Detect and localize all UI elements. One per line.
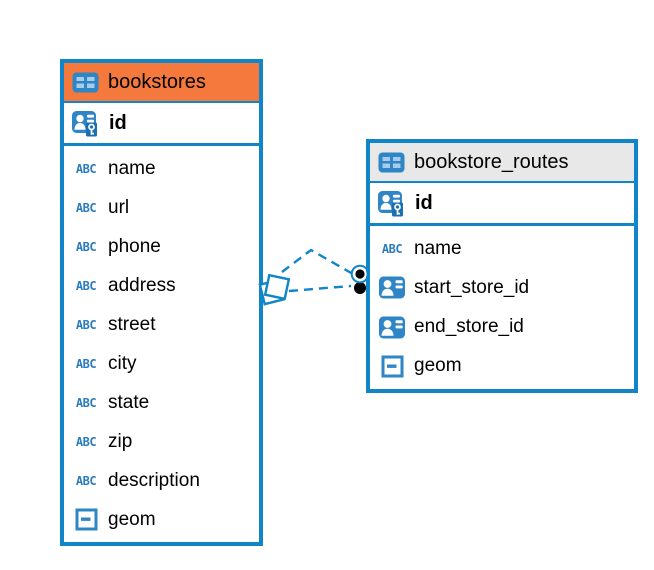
column-list: ABC name ABC url ABC phone ABC address A… [64, 146, 259, 542]
column-name: zip [108, 430, 133, 452]
column-name: geom [108, 508, 156, 530]
geometry-icon [377, 355, 407, 378]
column-row[interactable]: ABC phone [64, 227, 259, 266]
column-list: ABC name start_store_id [370, 226, 634, 389]
table-icon [72, 72, 99, 93]
abc-text-icon: ABC [75, 200, 97, 215]
column-row[interactable]: geom [64, 500, 259, 539]
entity-table-bookstores[interactable]: bookstores id ABC [60, 59, 263, 546]
column-row[interactable]: ABC description [64, 461, 259, 500]
column-row[interactable]: ABC name [370, 229, 634, 268]
column-name: url [108, 196, 130, 218]
column-row[interactable]: ABC city [64, 344, 259, 383]
column-row[interactable]: ABC street [64, 305, 259, 344]
abc-text-icon: ABC [75, 161, 97, 176]
entity-table-bookstore-routes[interactable]: bookstore_routes id ABC [366, 139, 638, 393]
column-name: end_store_id [414, 316, 524, 338]
column-name: state [108, 391, 150, 413]
edge-source-handle[interactable] [258, 273, 291, 306]
person-ref-icon [377, 276, 407, 299]
column-row[interactable]: ABC url [64, 188, 259, 227]
column-row[interactable]: ABC address [64, 266, 259, 305]
person-key-icon [71, 110, 101, 137]
table-title: bookstores [108, 70, 206, 93]
abc-text-icon: ABC [75, 278, 97, 293]
column-row[interactable]: geom [370, 347, 634, 386]
abc-text-icon: ABC [75, 395, 97, 410]
column-name: description [108, 469, 200, 491]
column-name: phone [108, 235, 161, 257]
abc-text-icon: ABC [75, 434, 97, 449]
column-name: street [108, 313, 156, 335]
column-row[interactable]: start_store_id [370, 268, 634, 307]
table-title: bookstore_routes [414, 150, 569, 173]
abc-text-icon: ABC [381, 241, 403, 256]
abc-text-icon: ABC [75, 317, 97, 332]
endpoint-dot-upper[interactable] [353, 267, 367, 281]
relationship-edge-2[interactable] [288, 284, 352, 293]
column-name: start_store_id [414, 276, 530, 298]
column-name: address [108, 274, 176, 296]
geometry-icon [71, 508, 101, 531]
abc-text-icon: ABC [75, 473, 97, 488]
person-key-icon [377, 190, 407, 217]
pk-column-name: id [415, 191, 433, 214]
column-row[interactable]: ABC state [64, 383, 259, 422]
column-name: city [108, 352, 137, 374]
person-ref-icon [377, 316, 407, 339]
column-row-pk[interactable]: id [64, 103, 259, 146]
abc-text-icon: ABC [75, 356, 97, 371]
column-name: name [108, 157, 156, 179]
table-header-bookstores[interactable]: bookstores [64, 63, 259, 103]
column-name: name [414, 237, 462, 259]
relationship-edge-1[interactable] [281, 248, 354, 276]
table-header-bookstore-routes[interactable]: bookstore_routes [370, 143, 634, 183]
column-row[interactable]: end_store_id [370, 308, 634, 347]
column-row-pk[interactable]: id [370, 183, 634, 226]
abc-text-icon: ABC [75, 239, 97, 254]
column-row[interactable]: ABC zip [64, 422, 259, 461]
table-icon [378, 152, 405, 173]
endpoint-dot-lower[interactable] [354, 282, 366, 294]
column-name: geom [414, 355, 462, 377]
pk-column-name: id [109, 111, 127, 134]
column-row[interactable]: ABC name [64, 149, 259, 188]
